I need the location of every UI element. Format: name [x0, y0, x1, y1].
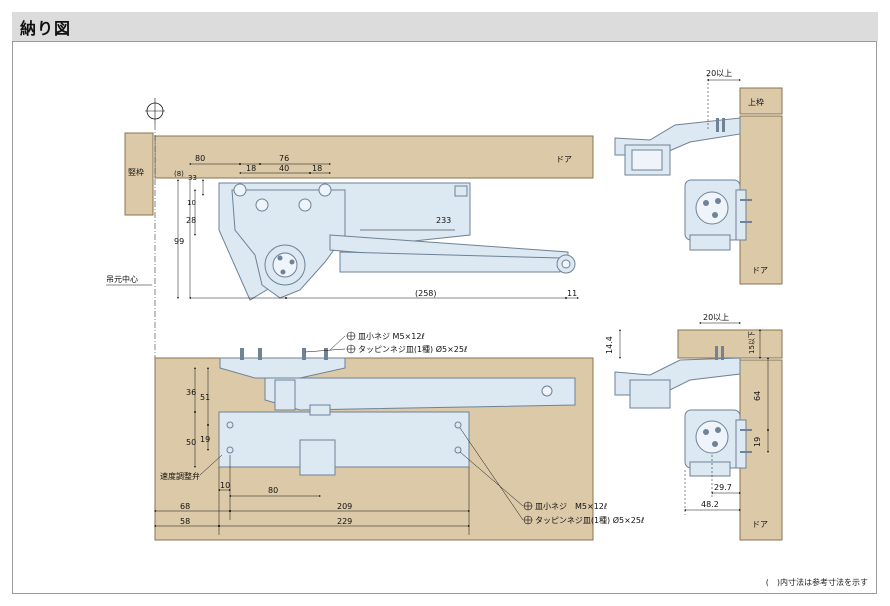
dim-209: 209	[337, 502, 352, 511]
dim-58: 58	[180, 517, 190, 526]
dim-80-bottom: 80	[268, 486, 278, 495]
screw-bottom-label-1: 皿小ネジ M5×12ℓ	[535, 502, 607, 511]
dim-18a: 18	[246, 164, 256, 173]
door-right-2-label: ドア	[752, 520, 768, 529]
jamb-block	[124, 132, 154, 216]
screw-top-label-2: タッピンネジ皿(1種) Ø5×25ℓ	[358, 344, 467, 354]
dim-76: 76	[279, 154, 289, 163]
upper-frame-1	[739, 87, 783, 115]
dim-8: (8)	[174, 170, 184, 178]
dim-19-bottom: 19	[200, 435, 210, 444]
dim-11: 11	[567, 289, 577, 298]
bottom-view: ドア 皿小ネジ M5×12ℓ タッピンネジ皿(1種) Ø5×25ℓ	[154, 331, 644, 541]
dim-33: 33	[188, 174, 197, 182]
dim-48-2: 48.2	[701, 500, 719, 509]
door-right-1-label: ドア	[752, 266, 768, 275]
screw-top-label-1: 皿小ネジ M5×12ℓ	[358, 332, 425, 341]
forearm-top	[339, 251, 561, 273]
footnote: ( )内寸法は参考寸法を示す	[765, 578, 868, 587]
dims-right-bottom	[619, 322, 769, 515]
dims-top-view	[177, 163, 579, 299]
dims-bottom-view	[154, 367, 470, 535]
jamb-label: 竪枠	[128, 167, 144, 177]
dim-14-4: 14.4	[605, 336, 614, 354]
pivot-label: 吊元中心	[106, 274, 138, 284]
closer-body-top	[231, 189, 346, 299]
dim-80-top: 80	[195, 154, 205, 163]
dim-28: 28	[186, 216, 196, 225]
right-bottom-section: ドア 20以上 14.4 15以下 64 19	[605, 313, 783, 541]
dim-10-bottom: 10	[220, 481, 230, 490]
door-top-block	[154, 135, 594, 179]
right-top-section: 上枠 ドア 20以上	[614, 69, 783, 285]
dim-50: 50	[186, 438, 196, 447]
door-right-2	[739, 359, 783, 541]
dim-51: 51	[200, 393, 210, 402]
upper-frame-1-label: 上枠	[748, 97, 764, 107]
dim-99: 99	[174, 237, 184, 246]
dim-233: 233	[436, 216, 451, 225]
dim-40: 40	[279, 164, 289, 173]
speed-valve-label: 速度調整弁	[160, 471, 200, 481]
title-bar: 納り図	[12, 12, 878, 41]
dim-229: 229	[337, 517, 352, 526]
page-title: 納り図	[20, 19, 72, 38]
top-view: 竪枠 ドア 吊元中心	[106, 98, 594, 540]
dim-258: (258)	[415, 289, 437, 298]
door-top-label: ドア	[556, 155, 572, 164]
dim-36: 36	[186, 388, 196, 397]
dim-64: 64	[753, 391, 762, 401]
dim-10-top: 10	[187, 199, 196, 207]
dim-68: 68	[180, 502, 190, 511]
dim-19-right: 19	[753, 437, 762, 447]
dim-20-top-right: 20以上	[706, 69, 732, 78]
dim-29-7: 29.7	[714, 483, 732, 492]
dim-18b: 18	[312, 164, 322, 173]
closer-body-bottom	[218, 411, 470, 468]
dim-20-bottom-right: 20以上	[703, 313, 729, 322]
dim-15: 15以下	[748, 331, 756, 354]
screw-bottom-label-2: タッピンネジ皿(1種) Ø5×25ℓ	[535, 515, 644, 525]
upper-frame-2	[677, 329, 783, 359]
main-arm-bottom	[264, 377, 576, 411]
